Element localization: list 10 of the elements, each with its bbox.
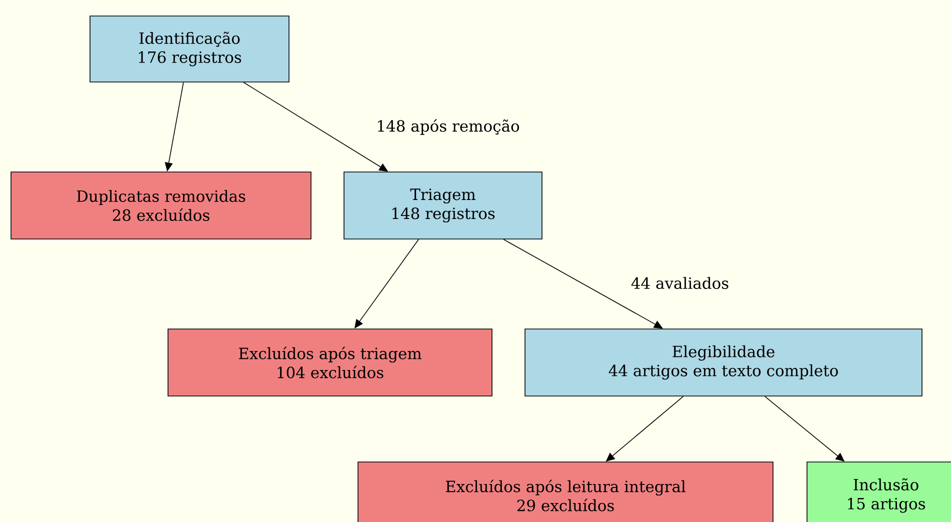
arrow [503,239,663,329]
stage-box: Triagem 148 registros [344,172,542,240]
inclusion-box: Inclusão 15 artigos [806,462,951,522]
edge-label: 148 após remoção [375,118,521,136]
exclusion-box: Excluídos após leitura integral 29 excluídos [358,462,774,522]
edge-label: 44 avaliados [630,276,730,290]
exclusion-box: Excluídos após triagem 104 excluídos [168,328,492,396]
stage-box: Identificação 176 registros [90,16,290,82]
exclusion-box: Duplicatas removidas 28 excluídos [10,172,312,240]
stage-box: Elegibilidade 44 artigos em texto completo [524,328,922,396]
